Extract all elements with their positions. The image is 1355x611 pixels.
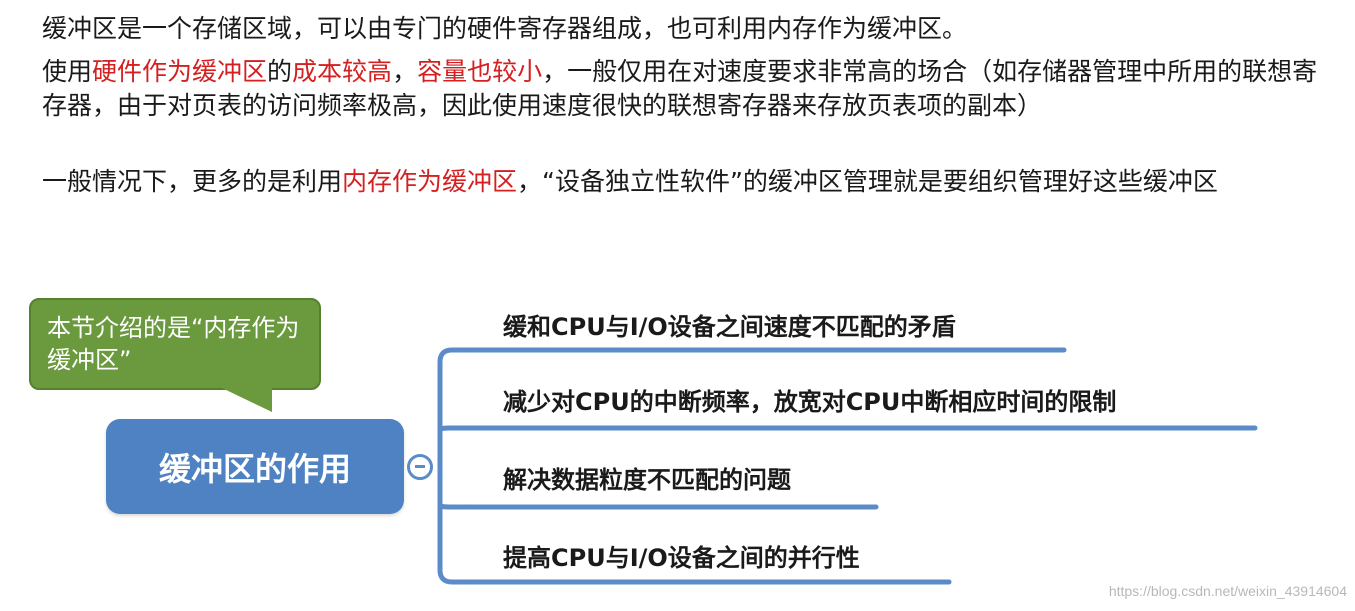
callout-tail (222, 388, 272, 412)
connector-branch-3 (437, 502, 473, 510)
mindmap-center-node[interactable]: 缓冲区的作用 (106, 419, 404, 514)
text-segment: 一般情况下，更多的是利用 (42, 167, 343, 196)
branch-node-1[interactable]: 缓和CPU与I/O设备之间速度不匹配的矛盾 (503, 313, 956, 341)
branch-node-3[interactable]: 解决数据粒度不匹配的问题 (503, 466, 791, 494)
connector-branch-2 (437, 425, 473, 433)
highlight-hardware-buffer: 硬件作为缓冲区 (92, 57, 268, 86)
center-node-label: 缓冲区的作用 (158, 449, 351, 488)
highlight-high-cost: 成本较高 (292, 57, 393, 86)
watermark: https://blog.csdn.net/weixin_43914604 (1108, 583, 1347, 599)
connector-trunk (437, 347, 473, 471)
highlight-small-capacity: 容量也较小 (417, 57, 543, 86)
branch-node-4[interactable]: 提高CPU与I/O设备之间的并行性 (503, 544, 860, 572)
text-segment: ，一般仅用在对速度要求非常高的场合（如存储器管理中所用的联想寄存器，由于对页表的… (42, 57, 1318, 120)
callout-text: 本节介绍的是“内存作为缓冲区” (47, 314, 300, 374)
text-segment: ，“设备独立性软件”的缓冲区管理就是要组织管理好这些缓冲区 (517, 167, 1218, 196)
callout-note: 本节介绍的是“内存作为缓冲区” (29, 298, 321, 390)
text-segment: 使用 (42, 57, 93, 86)
text-segment: ， (392, 57, 418, 86)
paragraph-memory-buffer: 一般情况下，更多的是利用内存作为缓冲区，“设备独立性软件”的缓冲区管理就是要组织… (42, 165, 1332, 199)
branch-node-2[interactable]: 减少对CPU的中断频率，放宽对CPU中断相应时间的限制 (503, 388, 1117, 416)
highlight-memory-buffer: 内存作为缓冲区 (342, 167, 518, 196)
paragraph-hardware-buffer: 使用硬件作为缓冲区的成本较高，容量也较小，一般仅用在对速度要求非常高的场合（如存… (42, 55, 1332, 123)
connector-trunk-lower (437, 465, 473, 585)
text-segment: 的 (267, 57, 293, 86)
collapse-minus-icon[interactable] (407, 454, 433, 480)
paragraph-buffer-definition: 缓冲区是一个存储区域，可以由专门的硬件寄存器组成，也可利用内存作为缓冲区。 (42, 14, 968, 43)
